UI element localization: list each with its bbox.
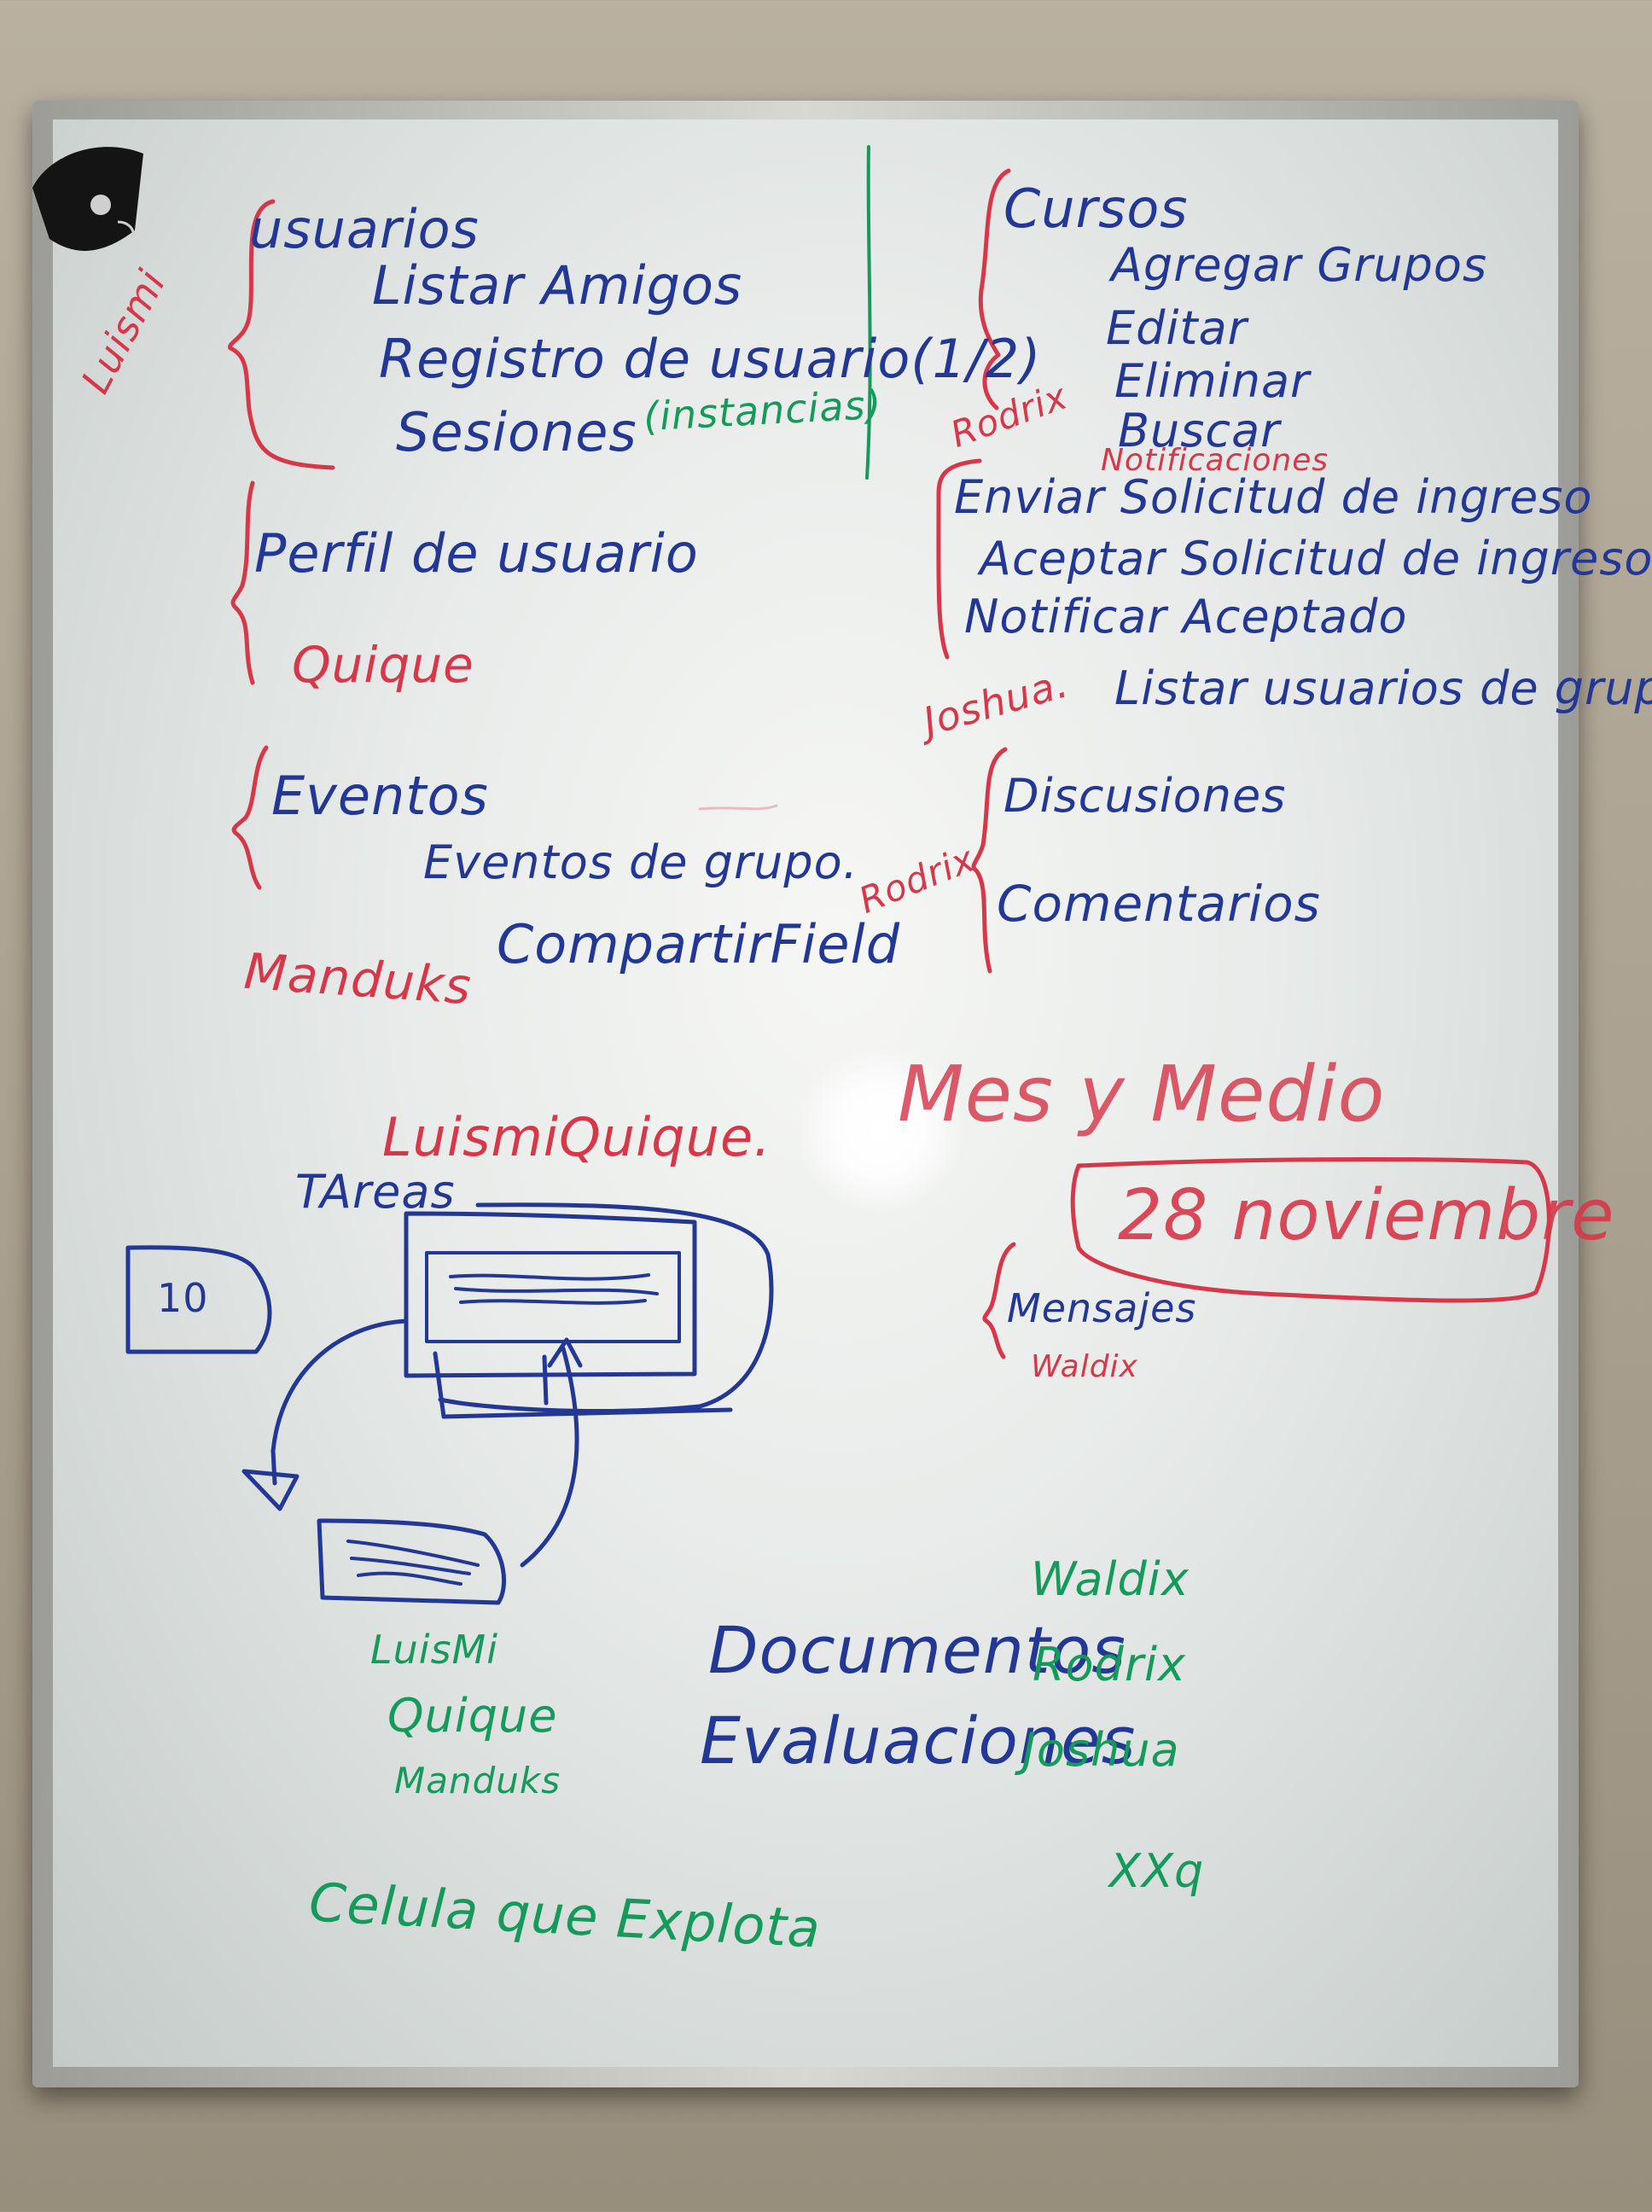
deadline-title: Mes y Medio <box>898 1050 1386 1139</box>
code-mark: XXq <box>1109 1844 1205 1898</box>
notificaciones-item: Notificar Aceptado <box>964 590 1408 643</box>
diagram-label: TAreas <box>295 1165 456 1219</box>
owner-manduks: Manduks <box>241 941 474 1016</box>
green-divider-line <box>865 145 872 480</box>
notificaciones-label: Notificaciones <box>1101 443 1329 478</box>
cursos-item: Agregar Grupos <box>1111 238 1488 292</box>
discusiones-item: Comentarios <box>997 875 1321 933</box>
mensajes-title: Mensajes <box>1007 1285 1197 1331</box>
deadline-date: 28 noviembre <box>1118 1175 1615 1256</box>
magnet-icon <box>15 128 160 273</box>
docs-owner: Joshua <box>1022 1723 1180 1777</box>
cursos-item: Buscar <box>1118 404 1281 457</box>
team-member: Quique <box>387 1689 558 1743</box>
cursos-item: Eliminar <box>1114 354 1311 408</box>
owner-waldix-mensajes: Waldix <box>1031 1349 1138 1384</box>
team-member: LuisMi <box>370 1627 498 1673</box>
owners-luismi-quique: LuismiQuique. <box>382 1106 771 1168</box>
light-glare <box>795 1050 966 1212</box>
cursos-item: Editar <box>1106 301 1248 355</box>
diagram-number: 10 <box>157 1275 209 1321</box>
notificaciones-item: Aceptar Solicitud de ingreso <box>980 532 1652 585</box>
usuarios-item: Sesiones <box>396 401 637 463</box>
usuarios-item: Listar Amigos <box>372 254 743 317</box>
brace-mensajes <box>982 1242 1016 1359</box>
brace-discusiones <box>971 747 1008 974</box>
owner-quique: Quique <box>292 636 474 694</box>
usuarios-item: Registro de usuario(1/2) <box>379 328 1042 390</box>
usuarios-title: usuarios <box>249 198 480 260</box>
arrow-down-head <box>241 1469 300 1511</box>
brace-cursos <box>978 168 1011 410</box>
docs-item: Evaluaciones <box>700 1703 1137 1778</box>
discusiones-item: Discusiones <box>1003 769 1287 823</box>
team-member: Manduks <box>394 1760 561 1802</box>
whiteboard-surface <box>53 119 1558 2067</box>
docs-owner: Rodrix <box>1032 1638 1186 1691</box>
cursos-title: Cursos <box>1003 178 1189 240</box>
eventos-sub: Eventos de grupo. <box>423 835 858 889</box>
brace-usuarios <box>228 199 335 470</box>
outer-tasks-outline <box>438 1202 774 1413</box>
perfil-title: Perfil de usuario <box>254 522 699 585</box>
small-window <box>317 1518 506 1605</box>
eventos-extra: CompartirField <box>497 913 901 975</box>
docs-owner: Waldix <box>1031 1552 1190 1606</box>
arrow-up-head <box>547 1337 583 1368</box>
main-window <box>404 1211 697 1378</box>
arrow-down-curve <box>270 1318 409 1486</box>
main-window-inner <box>425 1251 681 1343</box>
box-ten <box>125 1245 272 1354</box>
brace-perfil <box>230 480 255 685</box>
deadline-box <box>1070 1157 1551 1303</box>
arrow-up-curve <box>520 1346 579 1568</box>
notificaciones-item: Enviar Solicitud de ingreso <box>954 470 1593 524</box>
eventos-title: Eventos <box>271 765 489 827</box>
usuarios-note: (instancias) <box>642 381 883 440</box>
docs-item: Documentos <box>708 1612 1126 1688</box>
grupo-item: Listar usuarios de grupo <box>1114 661 1652 715</box>
brace-eventos <box>231 745 269 890</box>
brace-notificaciones <box>936 458 982 660</box>
